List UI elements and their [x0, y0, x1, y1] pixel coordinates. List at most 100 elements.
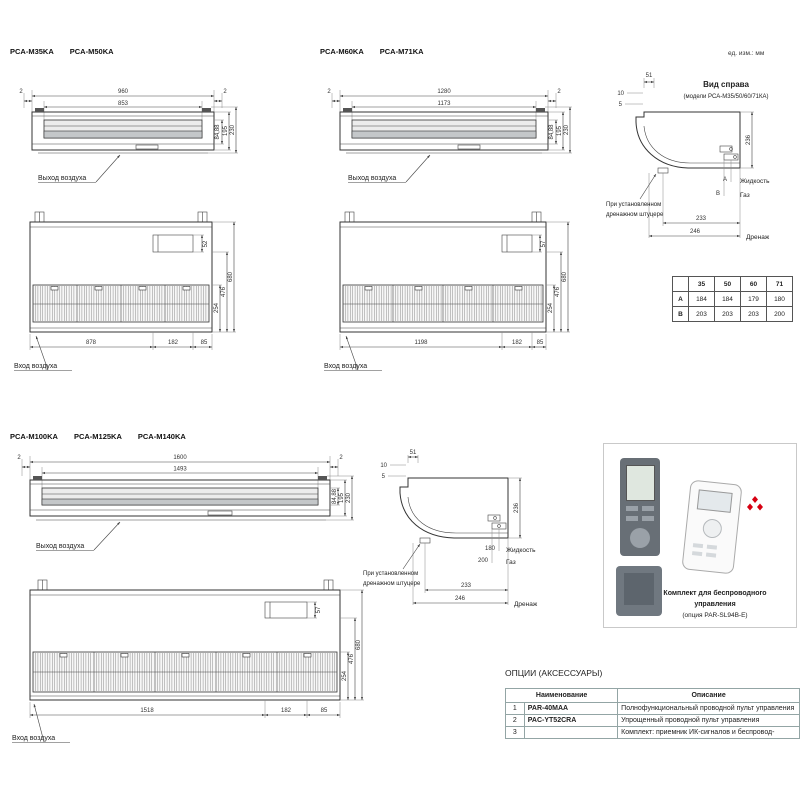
side-view-subtitle: (модели PCA-M35/50/60/71КА)	[683, 94, 768, 100]
remote-wireless-image	[681, 479, 743, 575]
height-dimensions	[208, 106, 238, 154]
dim-h-body: 195	[223, 125, 229, 136]
model-name: PCA-M100KA	[10, 432, 58, 441]
bottom-dimensions	[29, 700, 341, 718]
side-view-small-drawing: Вид справа (модели PCA-M35/50/60/71КА) 5…	[606, 73, 770, 241]
liquid-label: Жидкость	[740, 178, 770, 185]
dim-b: B	[716, 191, 720, 197]
col-35: 35	[688, 276, 715, 292]
hangers	[37, 579, 334, 591]
dim-h-louver: 84,88	[549, 124, 555, 140]
kit-caption: Комплект для беспроводного управления (о…	[640, 589, 790, 621]
inlet-grille	[32, 284, 210, 323]
corner-box	[264, 601, 308, 619]
dimension-lines	[21, 456, 339, 488]
dim-h-body: 195	[339, 492, 345, 503]
top-dimensions	[388, 455, 419, 477]
corner-box	[152, 234, 194, 253]
dim-h-total: 680	[562, 271, 568, 282]
dim-5: 5	[382, 474, 386, 480]
dim-10: 10	[380, 463, 387, 469]
dim-h-total: 680	[356, 639, 362, 650]
height-dimensions	[546, 221, 570, 333]
mid-inlet-drawing: 57 254 476 680	[324, 211, 570, 371]
inlet-grille	[342, 284, 544, 323]
units-note: ед. изм.: мм	[728, 50, 765, 57]
col-60: 60	[740, 276, 767, 292]
box-dimension	[307, 601, 317, 619]
dim-h-mid: 476	[555, 286, 561, 297]
dim-total-width: 1600	[173, 455, 187, 461]
dim-h-body: 195	[557, 125, 563, 136]
mid-outlet-drawing: 1280 2 2 1173 84,88 195 230 Выход воздух	[327, 89, 572, 183]
model-name: PCA-M35KA	[10, 47, 54, 56]
options-table: Наименование Описание 1 PAR-40MAA Полноф…	[504, 688, 800, 739]
options-header-row: Наименование Описание	[504, 688, 800, 703]
mitsubishi-logo-icon	[747, 496, 763, 511]
unit-front-outline	[29, 476, 331, 521]
kit-caption-option: (опция PAR-SL94B-E)	[682, 611, 748, 619]
unit-front-outline	[31, 108, 215, 154]
small-inlet-drawing: 52 254 476 680	[14, 211, 236, 371]
model-name: PCA-M60KA	[320, 47, 364, 56]
ab-dimension-table: 35 50 60 71 A 184 184 179 180 B 203 203 …	[672, 276, 793, 322]
unit-front-outline	[29, 589, 341, 701]
height-dimension	[508, 477, 522, 539]
dim-h-grille: 254	[548, 302, 554, 313]
remote-screen	[696, 489, 733, 513]
drain-stub	[419, 537, 431, 544]
dim-edge-left: 2	[327, 89, 331, 95]
small-outlet-drawing: 960 2 2 853 84,88 195 230 Выход воздуха	[19, 89, 238, 183]
unit-side-outline	[399, 477, 509, 544]
hangers	[344, 211, 542, 223]
inlet-grille	[32, 651, 338, 693]
table-row-a: A 184 184 179 180	[672, 291, 793, 307]
dim-246: 246	[455, 596, 466, 602]
dim-w-right: 85	[201, 340, 208, 346]
dim-edge-right: 2	[223, 89, 227, 95]
air-inlet-label: Вход воздуха	[14, 363, 57, 370]
options-row: 2 PAC-YT52CRA Упрощенный проводной пульт…	[505, 714, 800, 727]
dim-w-left: 1198	[415, 340, 429, 346]
hanger-bracket	[35, 108, 44, 112]
dim-opening-width: 1173	[438, 101, 452, 107]
dim-w-box: 182	[168, 340, 179, 346]
dimension-lines	[23, 90, 223, 120]
liquid-label: Жидкость	[506, 547, 536, 554]
top-dimensions	[625, 78, 655, 105]
table-header-row: 35 50 60 71	[672, 276, 793, 292]
dim-h-grille: 254	[342, 670, 348, 681]
dim-gas: 200	[478, 558, 489, 564]
col-71: 71	[766, 276, 793, 292]
dim-h-total: 230	[230, 124, 236, 135]
height-dimensions	[212, 221, 236, 333]
air-inlet-label: Вход воздуха	[324, 363, 367, 370]
dim-w-box: 182	[512, 340, 523, 346]
box-dimension	[193, 234, 204, 253]
dim-edge-left: 2	[17, 455, 21, 461]
dim-step: 51	[646, 73, 653, 79]
drain-stub	[657, 167, 669, 174]
unit-side-outline	[635, 111, 741, 174]
unit-front-outline	[339, 108, 549, 154]
unit-front-outline	[339, 221, 547, 333]
dim-h-mid: 476	[221, 286, 227, 297]
bottom-dimensions	[339, 332, 547, 350]
air-outlet-label: Выход воздуха	[348, 175, 396, 182]
dimension-lines	[331, 90, 557, 120]
col-header-name: Наименование	[504, 688, 619, 703]
dim-height: 236	[746, 134, 752, 145]
dim-w-right: 85	[537, 340, 544, 346]
dim-box-height: 57	[541, 240, 547, 247]
dim-h-louver: 84,88	[215, 124, 221, 140]
gas-label: Газ	[740, 192, 750, 199]
corner-box	[501, 234, 533, 253]
model-name: PCA-M140KA	[137, 432, 186, 441]
drain-note-line2: дренажном штуцере	[363, 581, 421, 587]
height-dimensions	[340, 589, 364, 701]
dim-opening-width: 853	[118, 101, 129, 107]
options-title: ОПЦИИ (АКСЕССУАРЫ)	[505, 668, 603, 678]
large-outlet-drawing: 1600 2 2 1493 84,88 195 230 Выход воздух	[17, 455, 354, 551]
